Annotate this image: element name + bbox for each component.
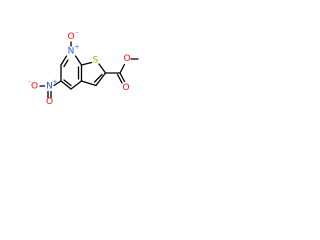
bond-c4-c3a (70, 80, 83, 90)
charge-o-n-oxide: - (76, 30, 78, 37)
molecule-structure: N + O - S N + O - O O O (28, 30, 139, 108)
bond-c5-c4 (60, 80, 72, 90)
charge-n-nitro: + (52, 79, 57, 86)
bond-c2-c3-inner (93, 73, 103, 83)
bond-ccarbonyl-o-2 (116, 73, 123, 84)
bond-n7-c6-inner (63, 59, 69, 68)
bond-ccarbonyl-oether (119, 63, 126, 74)
bond-c3-c3a (80, 80, 97, 87)
atom-n-nitro: N (46, 82, 53, 92)
bond-n7-c6 (60, 55, 68, 66)
atom-o-nitro-left: O (31, 82, 38, 92)
bond-c5-c4-inner (63, 79, 72, 87)
atom-o-n-oxide: O (67, 32, 74, 42)
atom-s-thiophene: S (93, 56, 99, 66)
atom-o-nitro-bottom: O (46, 97, 53, 107)
bond-c7a-s1 (80, 61, 93, 66)
atom-o-ester-ether: O (123, 54, 130, 64)
bond-c2-c3 (95, 72, 107, 87)
atom-n-pyridine: N (68, 47, 75, 57)
bonds (39, 41, 139, 99)
charge-o-nitro-left: - (28, 79, 30, 86)
atom-o-ester-carbonyl: O (122, 83, 129, 93)
atom-labels: N + O - S N + O - O O O (28, 30, 130, 108)
bond-c5-nnitro (53, 80, 62, 87)
bond-ccarbonyl-o (119, 72, 126, 83)
bond-s1-c2 (98, 63, 107, 74)
bond-c7a-n7 (74, 55, 83, 66)
charge-n-pyridine: + (74, 44, 79, 51)
